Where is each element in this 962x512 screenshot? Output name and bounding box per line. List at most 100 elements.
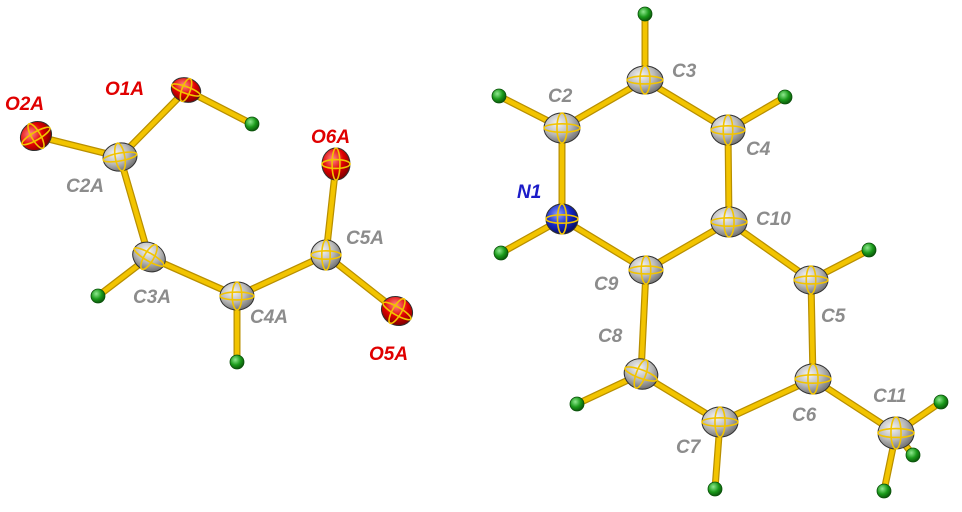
atom-label-c9: C9 <box>594 274 619 295</box>
atom-o5a <box>380 295 414 327</box>
atom-label-c2: C2 <box>548 86 573 107</box>
atom-ellipsoid <box>793 265 829 295</box>
bond-c5-c6 <box>808 277 816 382</box>
atom-c4a <box>219 281 255 311</box>
ellipsoid-axis <box>545 214 579 224</box>
atom-ellipsoid <box>229 354 245 370</box>
atom-ellipsoid <box>623 358 659 390</box>
atom-label-c4a: C4A <box>250 307 288 328</box>
atom-label-c2a: C2A <box>66 176 104 197</box>
atom-n1 <box>545 203 579 235</box>
atom-c7 <box>701 406 739 438</box>
atom-c9 <box>628 255 664 285</box>
ellipsoid-axis <box>628 265 664 275</box>
atom-label-c7: C7 <box>676 437 702 458</box>
ellipsoid-axis <box>556 203 568 235</box>
ellipsoid-axis <box>113 142 127 172</box>
atom-label-c11: C11 <box>873 386 906 407</box>
atom-c6 <box>794 363 832 395</box>
ellipsoid-axis <box>722 114 734 146</box>
bond-c2a-c3a <box>117 154 152 260</box>
atom-ellipsoid <box>545 203 579 235</box>
atom-label-c3a: C3A <box>133 287 171 308</box>
atom-label-c5: C5 <box>821 306 846 327</box>
ellipsoid-axis <box>723 206 735 238</box>
atom-ellipsoid <box>861 242 877 258</box>
atom-ellipsoid <box>701 406 739 438</box>
atom-ellipsoid <box>310 239 342 271</box>
ellipsoid-axis <box>701 417 739 427</box>
atom-h11c <box>876 483 892 499</box>
ellipsoid-axis <box>543 123 581 133</box>
atom-o1a <box>170 77 202 103</box>
atom-ellipsoid <box>794 363 832 395</box>
atom-label-c6: C6 <box>792 405 817 426</box>
atom-c10 <box>710 206 748 238</box>
ellipsoid-axis <box>310 250 342 260</box>
atom-ellipsoid <box>626 65 664 95</box>
atom-label-c5a: C5A <box>346 228 384 249</box>
atom-c8 <box>623 358 659 390</box>
ellipsoid-axis <box>805 265 817 295</box>
ellipsoid-axis <box>877 427 915 439</box>
atom-ellipsoid <box>710 114 746 146</box>
ellipsoid-axis <box>179 77 193 103</box>
atom-ellipsoid <box>777 89 793 105</box>
atom-c3 <box>626 65 664 95</box>
atom-h3a <box>90 288 106 304</box>
ellipsoid-axis <box>140 243 158 271</box>
atom-h11b <box>905 447 921 463</box>
atom-ellipsoid <box>219 281 255 311</box>
atom-ellipsoid <box>933 394 949 410</box>
atom-h8 <box>569 396 585 412</box>
ellipsoid-axis <box>231 281 243 311</box>
atom-h4a <box>229 354 245 370</box>
ellipsoid-axis <box>807 363 819 395</box>
atom-label-o1a: O1A <box>105 79 144 100</box>
atom-h11a <box>933 394 949 410</box>
atom-ellipsoid <box>905 447 921 463</box>
ellipsoid-axis <box>556 112 568 144</box>
ellipsoid-axis <box>710 125 746 135</box>
atom-c2 <box>543 112 581 144</box>
atom-o6a <box>321 147 351 181</box>
ellipsoid-axis <box>331 147 341 181</box>
atom-c2a <box>102 142 138 172</box>
atom-label-o2a: O2A <box>5 94 44 115</box>
ellipsoid-axis <box>890 416 902 450</box>
atom-ellipsoid <box>876 483 892 499</box>
atom-h4 <box>777 89 793 105</box>
ellipsoid-axis <box>388 297 406 325</box>
atom-ellipsoid <box>569 396 585 412</box>
atom-ellipsoid <box>244 116 260 132</box>
atom-c11 <box>877 416 915 450</box>
atom-c5 <box>793 265 829 295</box>
bond-c9-c8 <box>638 267 649 377</box>
atom-ellipsoid <box>491 88 507 104</box>
atom-ellipsoid <box>19 120 53 152</box>
ellipsoid-axis <box>794 374 832 384</box>
ellipsoid-axis <box>640 255 652 285</box>
atom-ellipsoid <box>637 6 653 22</box>
ellipsoid-axis <box>21 126 51 146</box>
atom-label-c8: C8 <box>598 326 623 347</box>
ellipsoid-axis <box>382 301 412 321</box>
ellipsoid-axis <box>633 359 649 389</box>
atom-label-o6a: O6A <box>311 127 350 148</box>
ellipsoid-axis <box>639 65 651 95</box>
atom-ellipsoid <box>707 481 723 497</box>
ellipsoid-axis <box>133 247 165 267</box>
ellipsoid-axis <box>27 122 45 150</box>
atom-label-n1: N1 <box>517 182 541 203</box>
atom-h1 <box>244 116 260 132</box>
atom-c3a <box>132 241 166 273</box>
atom-ellipsoid <box>877 416 915 450</box>
atom-ellipsoid <box>90 288 106 304</box>
atoms-layer <box>19 6 949 499</box>
atom-label-c4: C4 <box>746 139 771 160</box>
atom-label-c10: C10 <box>756 209 791 230</box>
atom-ellipsoid <box>710 206 748 238</box>
atom-hn1 <box>493 245 509 261</box>
atom-h2 <box>491 88 507 104</box>
